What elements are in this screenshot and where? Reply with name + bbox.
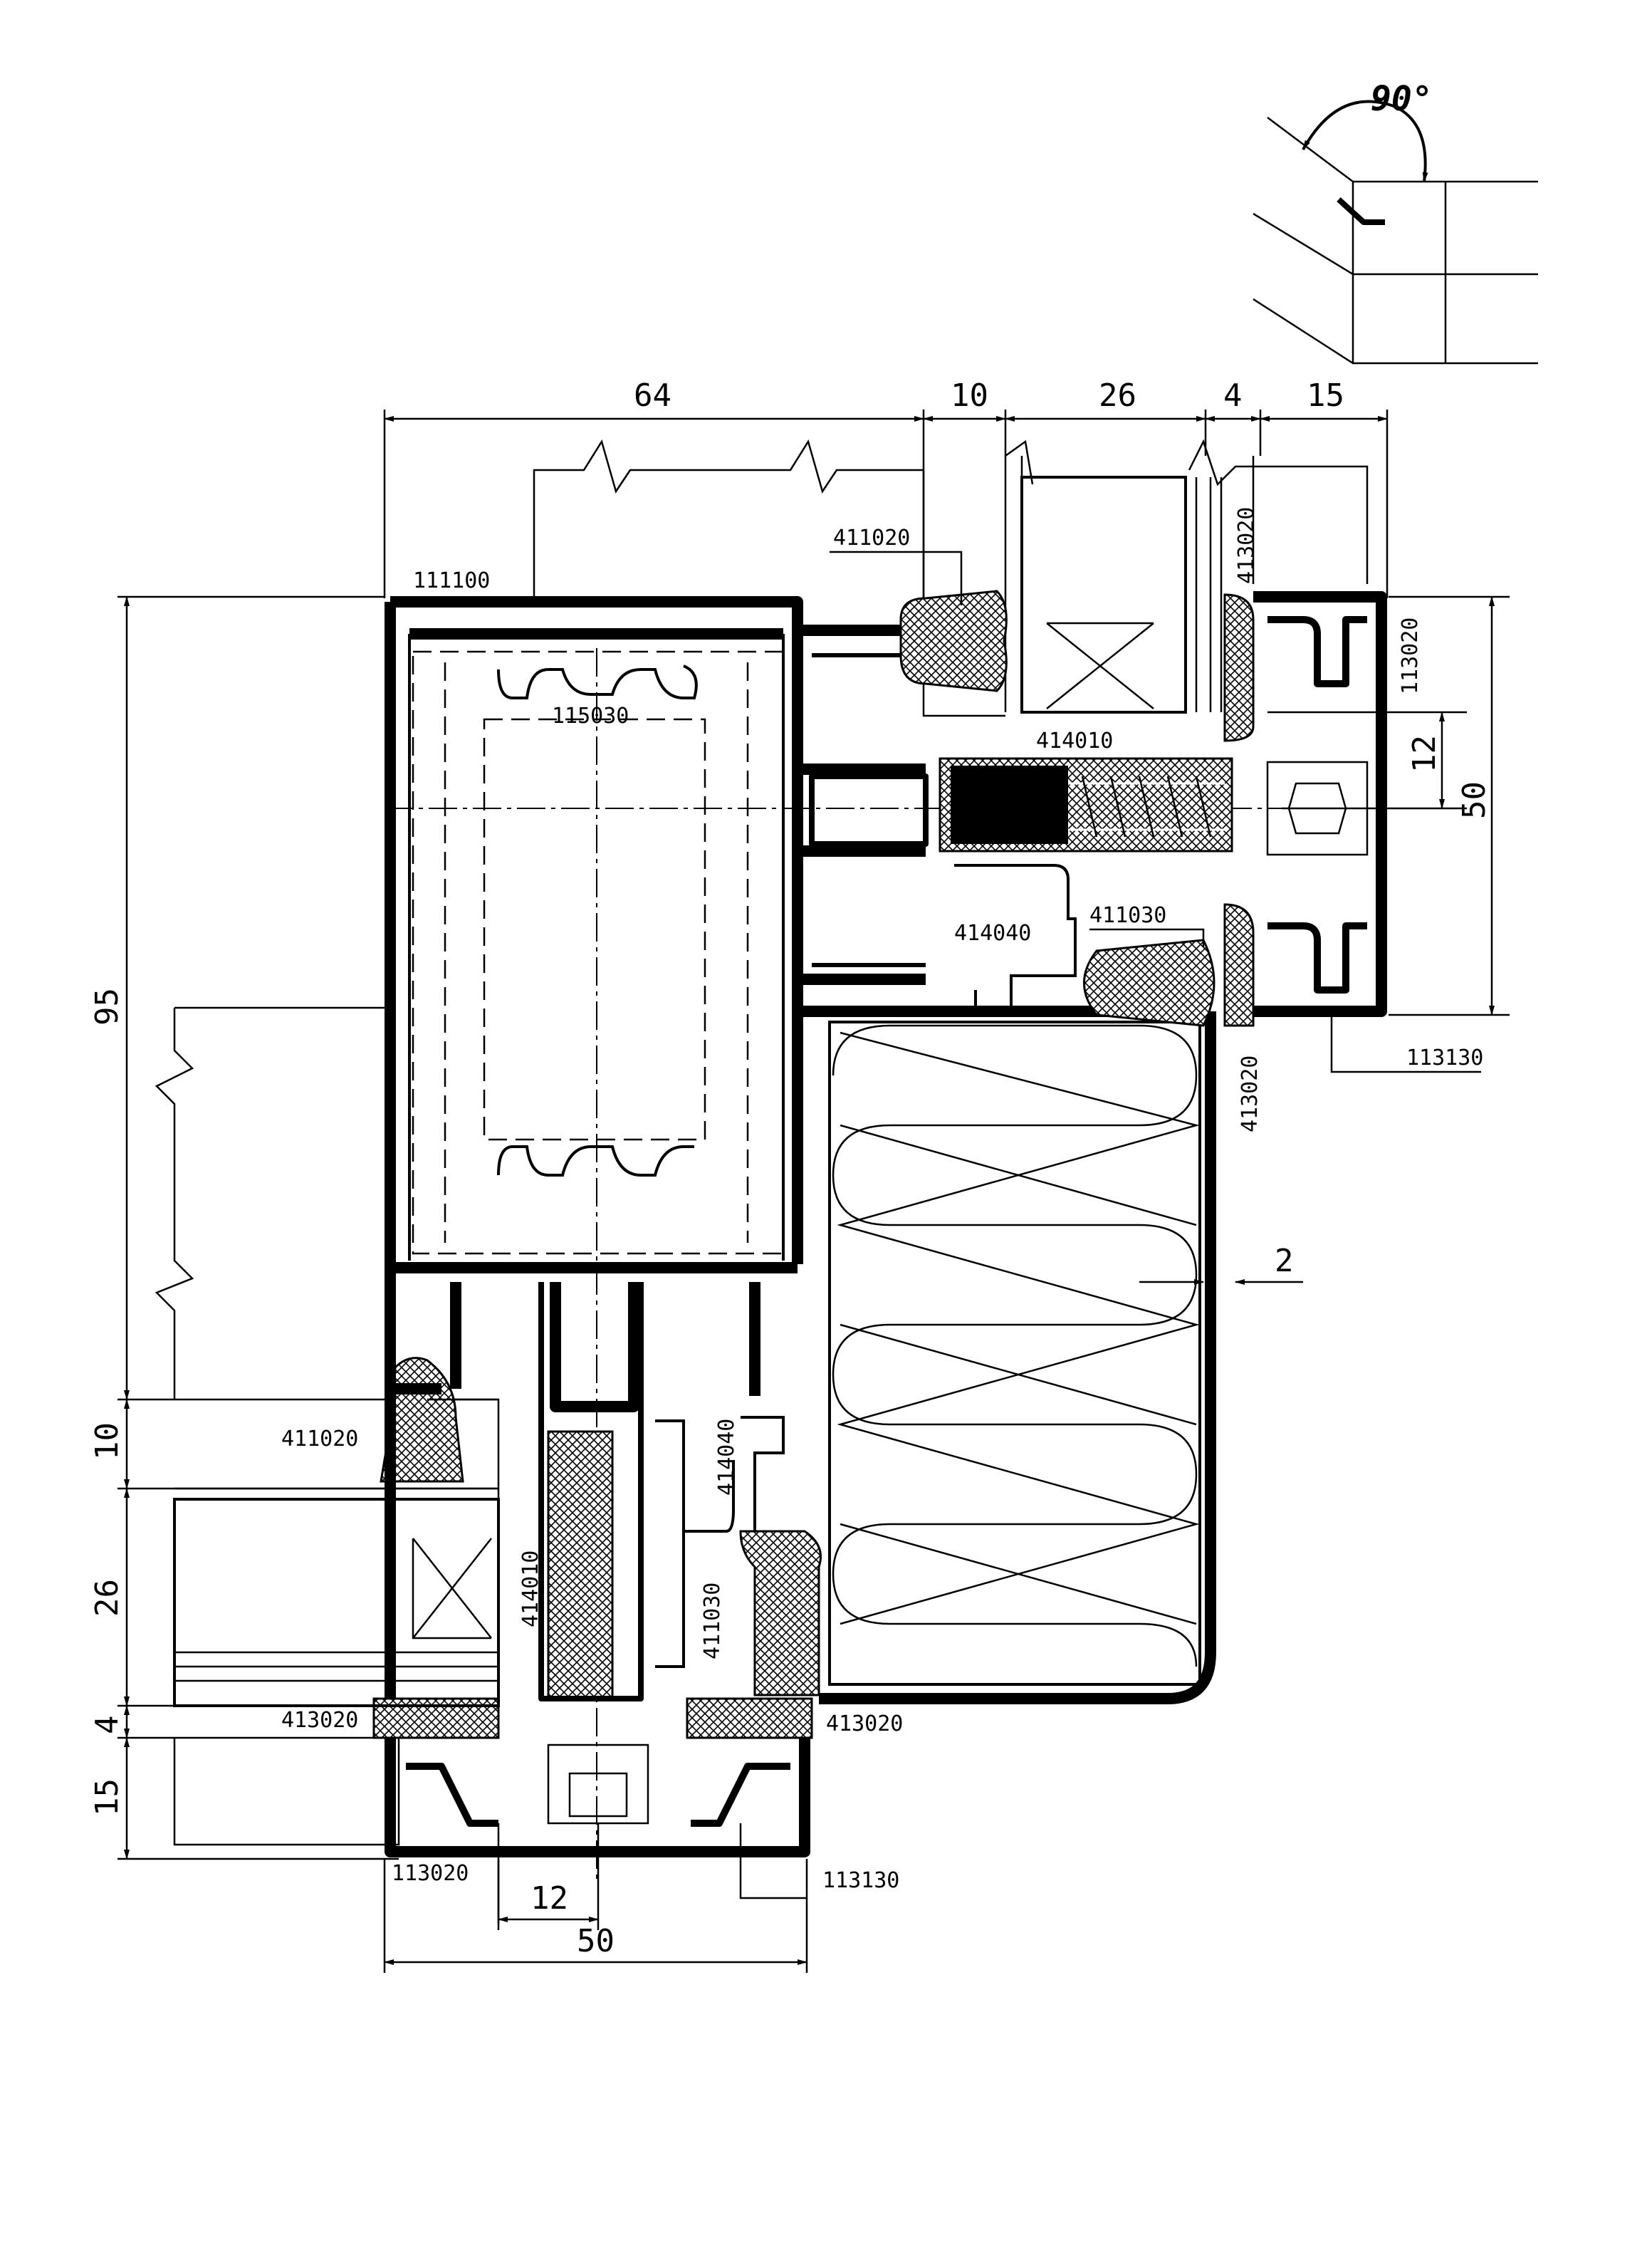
dim-top-26: 26 bbox=[1099, 377, 1136, 414]
label-413020-top: 413020 bbox=[1234, 507, 1259, 584]
leader-113130-right bbox=[1330, 1015, 1481, 1073]
label-113130-bottom: 113130 bbox=[822, 1868, 899, 1893]
gasket-bottom-right bbox=[686, 1697, 813, 1739]
right-dimension-lines bbox=[1267, 595, 1510, 1016]
dim-left-10: 10 bbox=[89, 1422, 125, 1460]
gasket-right-lower bbox=[1223, 903, 1255, 1027]
leader-411020-top bbox=[830, 551, 963, 605]
label-113020-bottom: 113020 bbox=[392, 1861, 469, 1886]
bottom-frame-cavities bbox=[385, 1268, 785, 1701]
right-cover-profile bbox=[1253, 591, 1387, 1017]
dim-top-4: 4 bbox=[1223, 377, 1243, 414]
dim-top-15: 15 bbox=[1307, 377, 1344, 414]
label-414010-bottom: 414010 bbox=[518, 1550, 543, 1627]
right-rebate bbox=[819, 1011, 1216, 1704]
angle-label: 90° bbox=[1371, 79, 1433, 119]
label-414010-right: 414010 bbox=[1036, 729, 1113, 754]
corner-angle-icon bbox=[1253, 100, 1538, 365]
screw-bottom bbox=[547, 1430, 614, 1700]
dim-left-4: 4 bbox=[89, 1716, 125, 1735]
insert-profile bbox=[412, 650, 785, 1255]
label-115030: 115030 bbox=[552, 704, 629, 729]
label-413020-bottom-right: 413020 bbox=[826, 1711, 903, 1736]
gasket-top-right bbox=[1223, 593, 1255, 742]
dim-right-12: 12 bbox=[1406, 735, 1443, 773]
bottom-cover-profile bbox=[385, 1738, 810, 1923]
label-411030-bottom: 411030 bbox=[700, 1583, 725, 1659]
gasket-top-left bbox=[899, 590, 1008, 692]
gasket-right-connector bbox=[1083, 939, 1216, 1027]
dim-left-95: 95 bbox=[89, 988, 125, 1026]
main-frame-profile bbox=[385, 596, 1211, 1389]
dim-right-50: 50 bbox=[1456, 781, 1492, 819]
label-411020-top: 411020 bbox=[833, 526, 910, 551]
label-411030-right: 411030 bbox=[1089, 903, 1166, 928]
dim-bottom-50: 50 bbox=[577, 1923, 615, 1959]
right-bracket bbox=[954, 864, 1077, 1013]
label-413020-bottom-left: 413020 bbox=[281, 1708, 358, 1733]
label-413020-right: 413020 bbox=[1238, 1055, 1262, 1132]
connector-bottom bbox=[739, 1530, 822, 1696]
dim-bottom-12: 12 bbox=[530, 1880, 568, 1917]
label-111100: 111100 bbox=[413, 568, 490, 593]
dim-left-15: 15 bbox=[89, 1778, 125, 1816]
label-113020-right: 113020 bbox=[1398, 617, 1423, 694]
dim-left-26: 26 bbox=[89, 1579, 125, 1617]
part-labels: 111100 115030 411020 413020 113020 41401… bbox=[281, 507, 1483, 1893]
leader-411030-right bbox=[1089, 928, 1205, 947]
dim-top-10: 10 bbox=[951, 377, 988, 414]
dim-top-64: 64 bbox=[634, 377, 671, 414]
gasket-bottom-left bbox=[372, 1697, 500, 1739]
top-glazing-outline bbox=[533, 439, 1369, 717]
right-screw bbox=[939, 757, 1369, 856]
label-414040-bottom: 414040 bbox=[714, 1419, 739, 1496]
label-113130-right: 113130 bbox=[1406, 1046, 1483, 1070]
bottom-glazing bbox=[173, 1487, 500, 1846]
dim-gap-2: 2 bbox=[1275, 1243, 1294, 1279]
label-411020-left: 411020 bbox=[281, 1427, 358, 1451]
label-414040-right: 414040 bbox=[954, 921, 1031, 946]
